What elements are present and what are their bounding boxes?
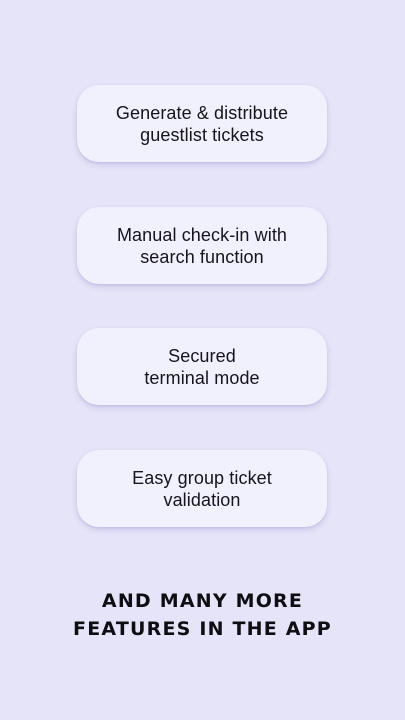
more-features-heading: AND MANY MORE FEATURES IN THE APP [73,590,332,640]
feature-card-label: Secured terminal mode [144,345,260,388]
feature-card-label: Generate & distribute guestlist tickets [115,102,289,145]
feature-card-manual-checkin: Manual check-in with search function [77,207,327,284]
feature-card-label: Manual check-in with search function [116,224,288,267]
feature-card-terminal-mode: Secured terminal mode [77,328,327,405]
feature-card-label: Easy group ticket validation [132,467,272,510]
feature-card-guestlist-tickets: Generate & distribute guestlist tickets [77,85,327,162]
feature-card-group-validation: Easy group ticket validation [77,450,327,527]
